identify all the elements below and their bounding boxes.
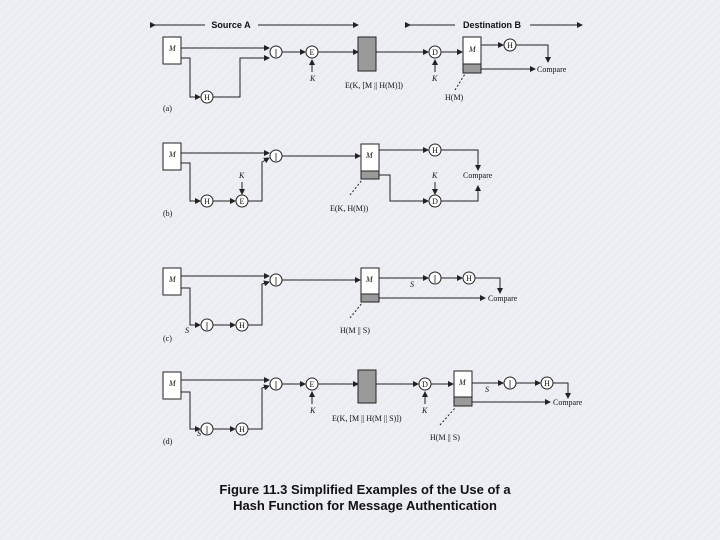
compare-label: Compare [537,65,567,74]
message-box [162,371,182,400]
caption-line-1: Figure 11.3 Simplified Examples of the U… [219,482,511,497]
caption-line-2: Hash Function for Message Authentication [233,498,497,513]
svg-text:||: || [205,321,208,330]
source-label: Source A [211,20,251,30]
hash-block [462,63,482,74]
svg-text:H(M || S): H(M || S) [430,433,460,442]
svg-text:K: K [238,171,245,180]
svg-text:K: K [421,406,428,415]
svg-text:E: E [240,197,245,206]
hash-block [360,293,380,303]
svg-text:E: E [310,380,315,389]
svg-text:K: K [431,74,438,83]
message-box [162,36,182,65]
source-header: Source A [150,20,359,30]
ciphertext-block [357,369,377,404]
svg-text:H: H [544,379,550,388]
destination-header: Destination B [405,20,583,30]
panel-a: M H || E K E(K, [M || H(M)]) D K M H Com… [162,36,567,113]
svg-text:||: || [274,380,277,389]
figure-caption: Figure 11.3 Simplified Examples of the U… [219,482,511,513]
cipher-hash-block [360,170,380,180]
svg-text:D: D [422,380,428,389]
panel-label: (c) [163,334,172,343]
svg-text:||: || [274,276,277,285]
svg-text:H: H [466,274,472,283]
svg-text:M: M [365,151,374,160]
svg-text:H: H [507,41,513,50]
svg-text:M: M [168,275,177,284]
compare-label: Compare [488,294,518,303]
svg-text:S: S [410,280,414,289]
svg-text:||: || [508,379,511,388]
destination-label: Destination B [463,20,522,30]
svg-text:M: M [365,275,374,284]
svg-text:M: M [168,150,177,159]
svg-text:K: K [309,406,316,415]
svg-text:H(M): H(M) [445,93,464,102]
svg-text:S: S [197,429,201,438]
compare-label: Compare [463,171,493,180]
message-label: M [168,44,177,53]
panel-label: (b) [163,209,173,218]
cipher-label: E(K, [M || H(M || S)]) [332,414,402,423]
svg-text:D: D [432,48,438,57]
hash-block [453,396,473,407]
svg-text:H: H [432,146,438,155]
svg-text:H: H [204,197,210,206]
svg-text:H: H [204,93,210,102]
svg-text:||: || [274,48,277,57]
svg-text:||: || [274,152,277,161]
svg-text:H(M || S): H(M || S) [340,326,370,335]
svg-text:S: S [485,385,489,394]
svg-text:M: M [168,379,177,388]
panel-d: M S || H || E K E(K, [M || H(M || S)]) D… [162,369,583,446]
svg-text:E(K, H(M)): E(K, H(M)) [330,204,369,213]
svg-text:K: K [431,171,438,180]
svg-text:||: || [205,425,208,434]
svg-text:D: D [432,197,438,206]
panel-b: M H E K || M H Compare D K E(K, H(M)) (b… [162,142,493,218]
key-label: K [309,74,316,83]
svg-text:M: M [468,45,477,54]
cipher-label: E(K, [M || H(M)]) [345,81,403,90]
svg-text:H: H [239,321,245,330]
svg-text:M: M [458,378,467,387]
svg-text:S: S [185,326,189,335]
svg-text:||: || [433,274,436,283]
compare-label: Compare [553,398,583,407]
message-box [162,267,182,296]
message-box [162,142,182,171]
svg-text:E: E [310,48,315,57]
ciphertext-block [357,36,377,72]
panel-c: M S || H || M S || H Compare H(M || S) (… [162,267,518,343]
panel-label: (a) [163,104,172,113]
panel-label: (d) [163,437,173,446]
svg-text:H: H [239,425,245,434]
